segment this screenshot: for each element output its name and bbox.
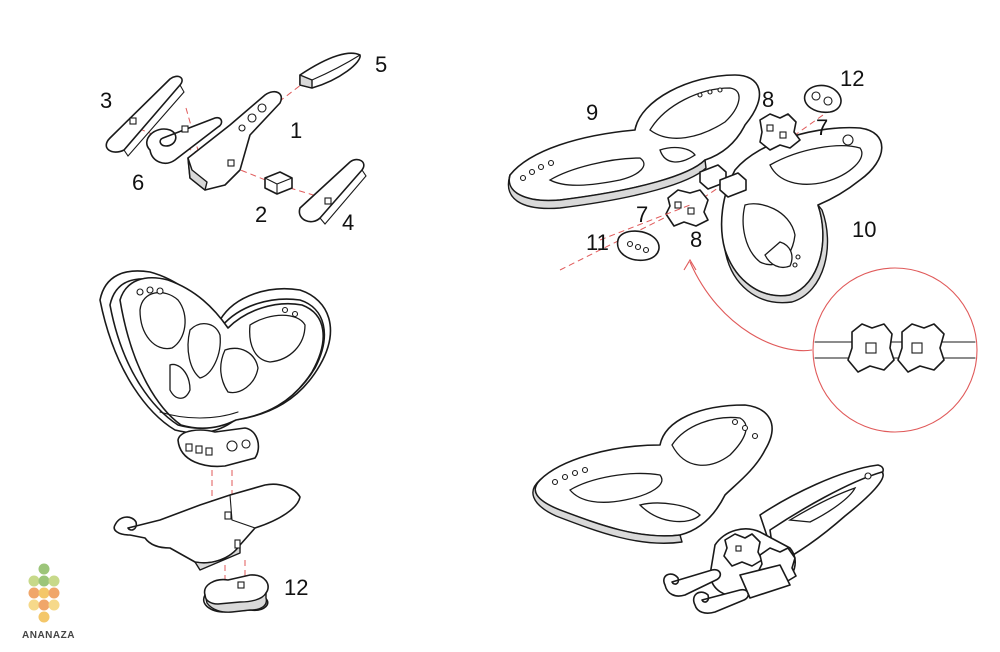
ananaza-logo: ANANAZA <box>22 563 75 641</box>
part-6-leg <box>146 116 223 164</box>
part-8-gear-lower <box>665 189 709 227</box>
label-part-11: 11 <box>586 230 609 255</box>
step-1-body-parts <box>105 52 367 225</box>
step-4-final-butterfly <box>532 404 884 614</box>
part-11-ring <box>616 230 660 262</box>
part-12-base <box>203 574 269 613</box>
label-part-2: 2 <box>255 202 267 227</box>
part-12-ring-upper <box>803 84 842 114</box>
label-part-6: 6 <box>132 170 144 195</box>
step-2-wing-parts <box>507 74 883 304</box>
logo-text: ANANAZA <box>22 630 75 641</box>
label-part-8-lower: 8 <box>690 227 702 252</box>
detail-zoom-callout <box>683 258 978 433</box>
logo-mark-icon <box>28 563 60 623</box>
part-1-body <box>187 91 283 191</box>
label-part-7-upper: 7 <box>816 115 828 140</box>
label-part-8-upper: 8 <box>762 87 774 112</box>
part-number-labels: 1 2 3 4 5 6 7 7 8 8 9 10 11 12 12 <box>100 52 876 600</box>
step-3-wings-assembly <box>99 270 332 505</box>
label-part-12-lower: 12 <box>284 575 308 600</box>
label-part-4: 4 <box>342 210 354 235</box>
step-3-body-assembly <box>113 483 301 613</box>
part-8-gear-upper <box>759 113 801 151</box>
label-part-12-upper: 12 <box>840 66 864 91</box>
label-part-9: 9 <box>586 100 598 125</box>
label-part-7-lower: 7 <box>636 202 648 227</box>
label-part-10: 10 <box>852 217 876 242</box>
label-part-1: 1 <box>290 118 302 143</box>
label-part-5: 5 <box>375 52 387 77</box>
label-part-3: 3 <box>100 88 112 113</box>
